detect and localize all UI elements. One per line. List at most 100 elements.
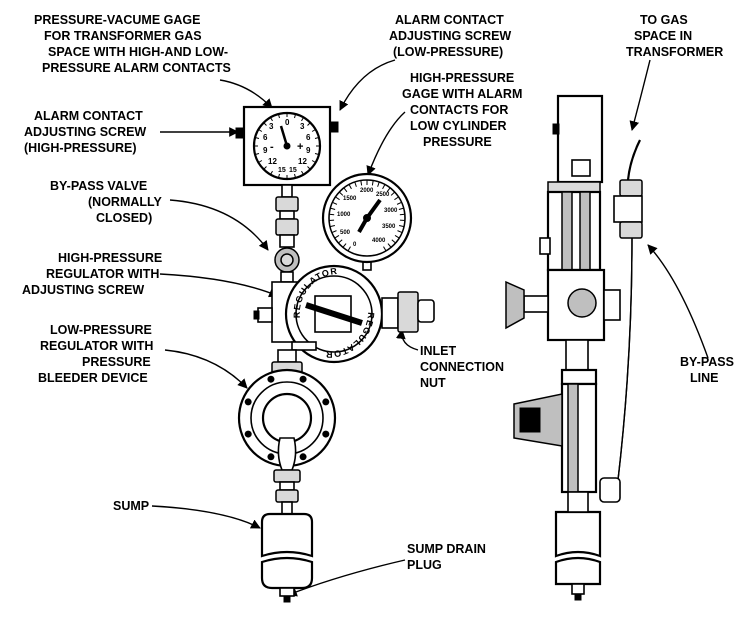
gage-number: 3 xyxy=(300,122,305,131)
label-line: CONTACTS FOR xyxy=(410,103,508,117)
side-nut xyxy=(560,368,598,386)
gage-number: 4000 xyxy=(372,238,386,244)
tick-mark xyxy=(347,246,351,252)
tick-mark xyxy=(387,243,392,248)
tick-mark xyxy=(332,201,338,205)
label-line: HIGH-PRESSURE xyxy=(58,251,162,265)
tick-mark xyxy=(394,235,400,239)
sump-drain-plug-tip xyxy=(283,595,291,603)
label-sump: SUMP xyxy=(113,499,149,513)
pipe-stub xyxy=(279,210,295,220)
high-pressure-gage-hub xyxy=(363,214,371,222)
flange-bolt xyxy=(322,430,330,438)
sump-upper xyxy=(260,512,314,558)
side-port xyxy=(539,237,551,255)
adjusting-screw-block xyxy=(314,295,352,333)
gage-number: 1500 xyxy=(343,196,357,202)
by-pass-line-highlight xyxy=(609,237,633,491)
arrow-high-pressure-gage xyxy=(366,111,406,176)
tick-mark xyxy=(334,235,340,239)
gage-number: 6 xyxy=(263,133,268,142)
tick-mark xyxy=(383,246,387,252)
side-gage-block xyxy=(571,159,591,177)
tick-mark xyxy=(277,173,280,179)
pressure-vacume-gage: 0 3 6 9 12 15 15 12 9 6 3 - + xyxy=(235,105,339,187)
side-sump-lower xyxy=(554,556,602,586)
adjusting-screw-handle xyxy=(305,302,363,326)
tick-mark xyxy=(311,160,316,163)
label-line: ADJUSTING SCREW xyxy=(24,125,146,139)
label-line: TO GAS xyxy=(640,13,688,27)
inlet-connection-nut xyxy=(397,291,419,333)
label-line: REGULATOR WITH xyxy=(46,267,159,281)
gage-number: 3 xyxy=(269,122,274,131)
label-by-pass-line: BY-PASS LINE xyxy=(680,355,734,385)
sump-lower xyxy=(260,556,314,590)
flange-bolt xyxy=(299,375,307,383)
label-line: LOW CYLINDER xyxy=(410,119,507,133)
regulator-center xyxy=(261,392,313,444)
gage-number: 0 xyxy=(285,118,290,127)
tick-mark xyxy=(386,187,391,193)
arrow-pressure-vacume-gage xyxy=(219,79,273,109)
side-port xyxy=(257,307,273,323)
tick-mark xyxy=(397,230,403,234)
tick-mark xyxy=(254,153,260,156)
label-line: ADJUSTING SCREW xyxy=(389,29,511,43)
label-line: SUMP xyxy=(113,499,149,513)
label-line: BY-PASS xyxy=(680,355,734,369)
gage-number: 15 xyxy=(278,167,286,174)
gage-number: 9 xyxy=(263,146,268,155)
bleeder-drop xyxy=(277,437,297,471)
label-line: (LOW-PRESSURE) xyxy=(393,45,503,59)
tick-mark xyxy=(270,170,273,175)
side-inlet xyxy=(603,289,621,321)
arrow-by-pass-line xyxy=(647,244,709,359)
gage-number: 6 xyxy=(306,133,311,142)
label-line: GAGE WITH ALARM xyxy=(402,87,522,101)
hex-nut xyxy=(275,489,299,503)
pipe-stub xyxy=(281,501,293,515)
hex-nut xyxy=(275,218,299,236)
side-pipe-stub xyxy=(567,491,589,513)
side-port-cap xyxy=(253,310,260,320)
high-pressure-gage-ticks xyxy=(329,180,405,252)
gage-number: 1000 xyxy=(337,212,351,218)
label-line: LOW-PRESSURE xyxy=(50,323,152,337)
hex-nut xyxy=(273,469,301,483)
label-line: ADJUSTING SCREW xyxy=(22,283,144,297)
tick-mark xyxy=(263,122,267,126)
tick-mark xyxy=(307,122,311,126)
tick-mark xyxy=(294,173,297,179)
side-fitting xyxy=(613,195,643,223)
pipe-stub xyxy=(281,184,293,198)
tick-mark xyxy=(294,113,297,119)
regulator-base xyxy=(291,341,317,351)
flange-bolts xyxy=(244,375,330,461)
gage-numbers: 0 3 6 9 12 15 15 12 9 6 3 - + xyxy=(263,118,311,174)
label-alarm-contact-low: ALARM CONTACT ADJUSTING SCREW (LOW-PRESS… xyxy=(389,13,511,59)
side-body-strip xyxy=(561,191,573,271)
low-pressure-regulator xyxy=(237,368,337,468)
gage-number: 2000 xyxy=(360,188,374,194)
tick-mark xyxy=(348,184,352,190)
gage-ticks xyxy=(254,113,320,179)
arrow-high-pressure-regulator xyxy=(159,273,279,298)
flange-bolt xyxy=(244,398,252,406)
tick-mark xyxy=(311,129,316,132)
gage-number: 12 xyxy=(268,157,277,166)
flange-bolt xyxy=(267,453,275,461)
gage-number: 15 xyxy=(289,167,297,174)
side-drain-plug-tip xyxy=(574,593,582,601)
tick-mark xyxy=(343,187,348,193)
tick-mark xyxy=(342,243,347,248)
label-line: HIGH-PRESSURE xyxy=(410,71,514,85)
tick-mark xyxy=(335,196,340,201)
side-bleeder-knob xyxy=(519,407,541,433)
gage-number: 3000 xyxy=(384,208,398,214)
label-line: LINE xyxy=(690,371,718,385)
inlet-pipe xyxy=(381,297,399,329)
gage-number: 9 xyxy=(306,146,311,155)
label-line: PLUG xyxy=(407,558,442,572)
